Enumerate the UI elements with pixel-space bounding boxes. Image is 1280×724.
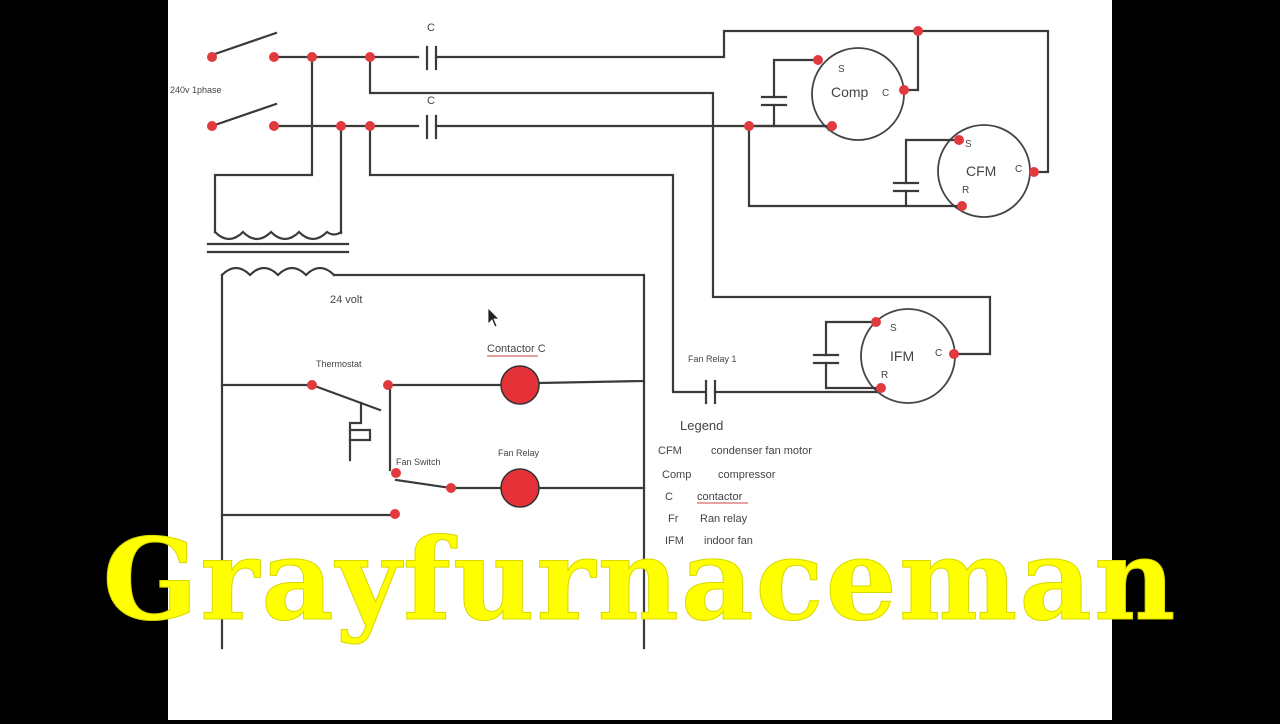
fan-relay-coil xyxy=(500,468,540,508)
legend-abbr-1: CFM xyxy=(658,445,682,457)
disconnect-line-terminal-2 xyxy=(207,121,217,131)
letterbox-left xyxy=(0,0,168,720)
thermostat-y-terminal xyxy=(383,380,393,390)
ifm-r-terminal xyxy=(876,383,886,393)
supply-label: 240v 1phase xyxy=(170,85,222,95)
ifm-c-terminal xyxy=(949,349,959,359)
legend-abbr-2: Comp xyxy=(662,469,691,481)
wiring-diagram: 240v 1phase C C Fan Relay 1 Comp xyxy=(170,22,1050,650)
disconnect-load-terminal-1 xyxy=(269,52,279,62)
cfm-run-wire xyxy=(747,124,964,208)
contact-top-label: C xyxy=(427,22,435,34)
cfm-r-label: R xyxy=(962,185,969,196)
fan-switch-terminal-out xyxy=(446,483,456,493)
ifm-s-terminal xyxy=(871,317,881,327)
legend-desc-3: contactor xyxy=(697,491,743,503)
letterbox-right xyxy=(1112,0,1280,720)
fan-switch-terminal-in xyxy=(391,468,401,478)
contactor-coil-label: Contactor C xyxy=(487,343,546,355)
ifm-name: IFM xyxy=(890,348,914,364)
legend: Legend CFM condenser fan motor Comp comp… xyxy=(658,418,812,547)
fan-switch-blade xyxy=(394,478,453,490)
disconnect-blade-2 xyxy=(210,102,278,128)
legend-desc-4: Ran relay xyxy=(700,513,748,525)
l1-load-wire xyxy=(434,29,1050,174)
cfm-cap-wire-top xyxy=(904,138,961,185)
cfm-c-terminal xyxy=(1029,167,1039,177)
l1-junction-b xyxy=(365,52,375,62)
terminal-dots xyxy=(207,26,1039,519)
transformer-secondary-label: 24 volt xyxy=(330,294,362,306)
thermostat-bulb xyxy=(348,401,363,462)
transformer-primary-coil xyxy=(213,230,343,241)
legend-title: Legend xyxy=(680,418,723,433)
thermostat-label: Thermostat xyxy=(316,359,362,369)
legend-desc-1: condenser fan motor xyxy=(711,445,812,457)
common-junction xyxy=(913,26,923,36)
cfm-r-terminal xyxy=(957,201,967,211)
ifm-cap-wire-top xyxy=(824,320,878,357)
ifm-s-label: S xyxy=(890,323,897,334)
fan-relay-coil-label: Fan Relay xyxy=(498,448,540,458)
comp-c-label: C xyxy=(882,88,889,99)
thermostat-anticipator xyxy=(348,428,372,442)
disconnect-blade-1 xyxy=(210,31,278,57)
legend-abbr-3: C xyxy=(665,491,673,503)
contactor-coil-wire-out xyxy=(537,379,646,385)
l2-junction-a xyxy=(336,121,346,131)
comp-name: Comp xyxy=(831,84,869,100)
comp-c-terminal xyxy=(899,85,909,95)
contactor-coil xyxy=(500,365,540,405)
ifm-c-label: C xyxy=(935,348,942,359)
wiring-diagram-canvas: 240v 1phase C C Fan Relay 1 Comp xyxy=(168,0,1112,720)
comp-s-label: S xyxy=(838,64,845,75)
cfm-name: CFM xyxy=(966,163,996,179)
legend-desc-2: compressor xyxy=(718,469,776,481)
fan-relay-feed-wire xyxy=(368,124,706,394)
ifm-cap-wire-bottom xyxy=(824,361,883,390)
disconnect-load-terminal-2 xyxy=(269,121,279,131)
l2-junction-b xyxy=(365,121,375,131)
comp-common-wire xyxy=(902,29,920,92)
comp-r-terminal xyxy=(827,121,837,131)
ifm-common-wire xyxy=(368,55,992,356)
thermostat-r-terminal xyxy=(307,380,317,390)
ifm-r-label: R xyxy=(881,370,888,381)
mouse-cursor-icon xyxy=(487,307,500,328)
cfm-s-terminal xyxy=(954,135,964,145)
disconnect-line-terminal-1 xyxy=(207,52,217,62)
fan-relay-contact-label: Fan Relay 1 xyxy=(688,354,737,364)
fan-switch-label: Fan Switch xyxy=(396,457,441,467)
cfm-s-label: S xyxy=(965,139,972,150)
transformer-primary-lead-1 xyxy=(213,55,314,234)
comp-s-terminal xyxy=(813,55,823,65)
auxiliary-terminal xyxy=(390,509,400,519)
legend-abbr-5: IFM xyxy=(665,535,684,547)
watermark-text: Grayfurnaceman xyxy=(102,515,1178,646)
thermostat-switch-blade xyxy=(310,383,382,412)
legend-desc-5: indoor fan xyxy=(704,535,753,547)
run-junction xyxy=(744,121,754,131)
control-c-rail xyxy=(332,273,646,650)
l1-junction-a xyxy=(307,52,317,62)
comp-cap-wire-top xyxy=(772,58,820,99)
contact-bottom-label: C xyxy=(427,95,435,107)
transformer-secondary-coil xyxy=(220,266,336,277)
legend-abbr-4: Fr xyxy=(668,513,679,525)
cfm-c-label: C xyxy=(1015,164,1022,175)
